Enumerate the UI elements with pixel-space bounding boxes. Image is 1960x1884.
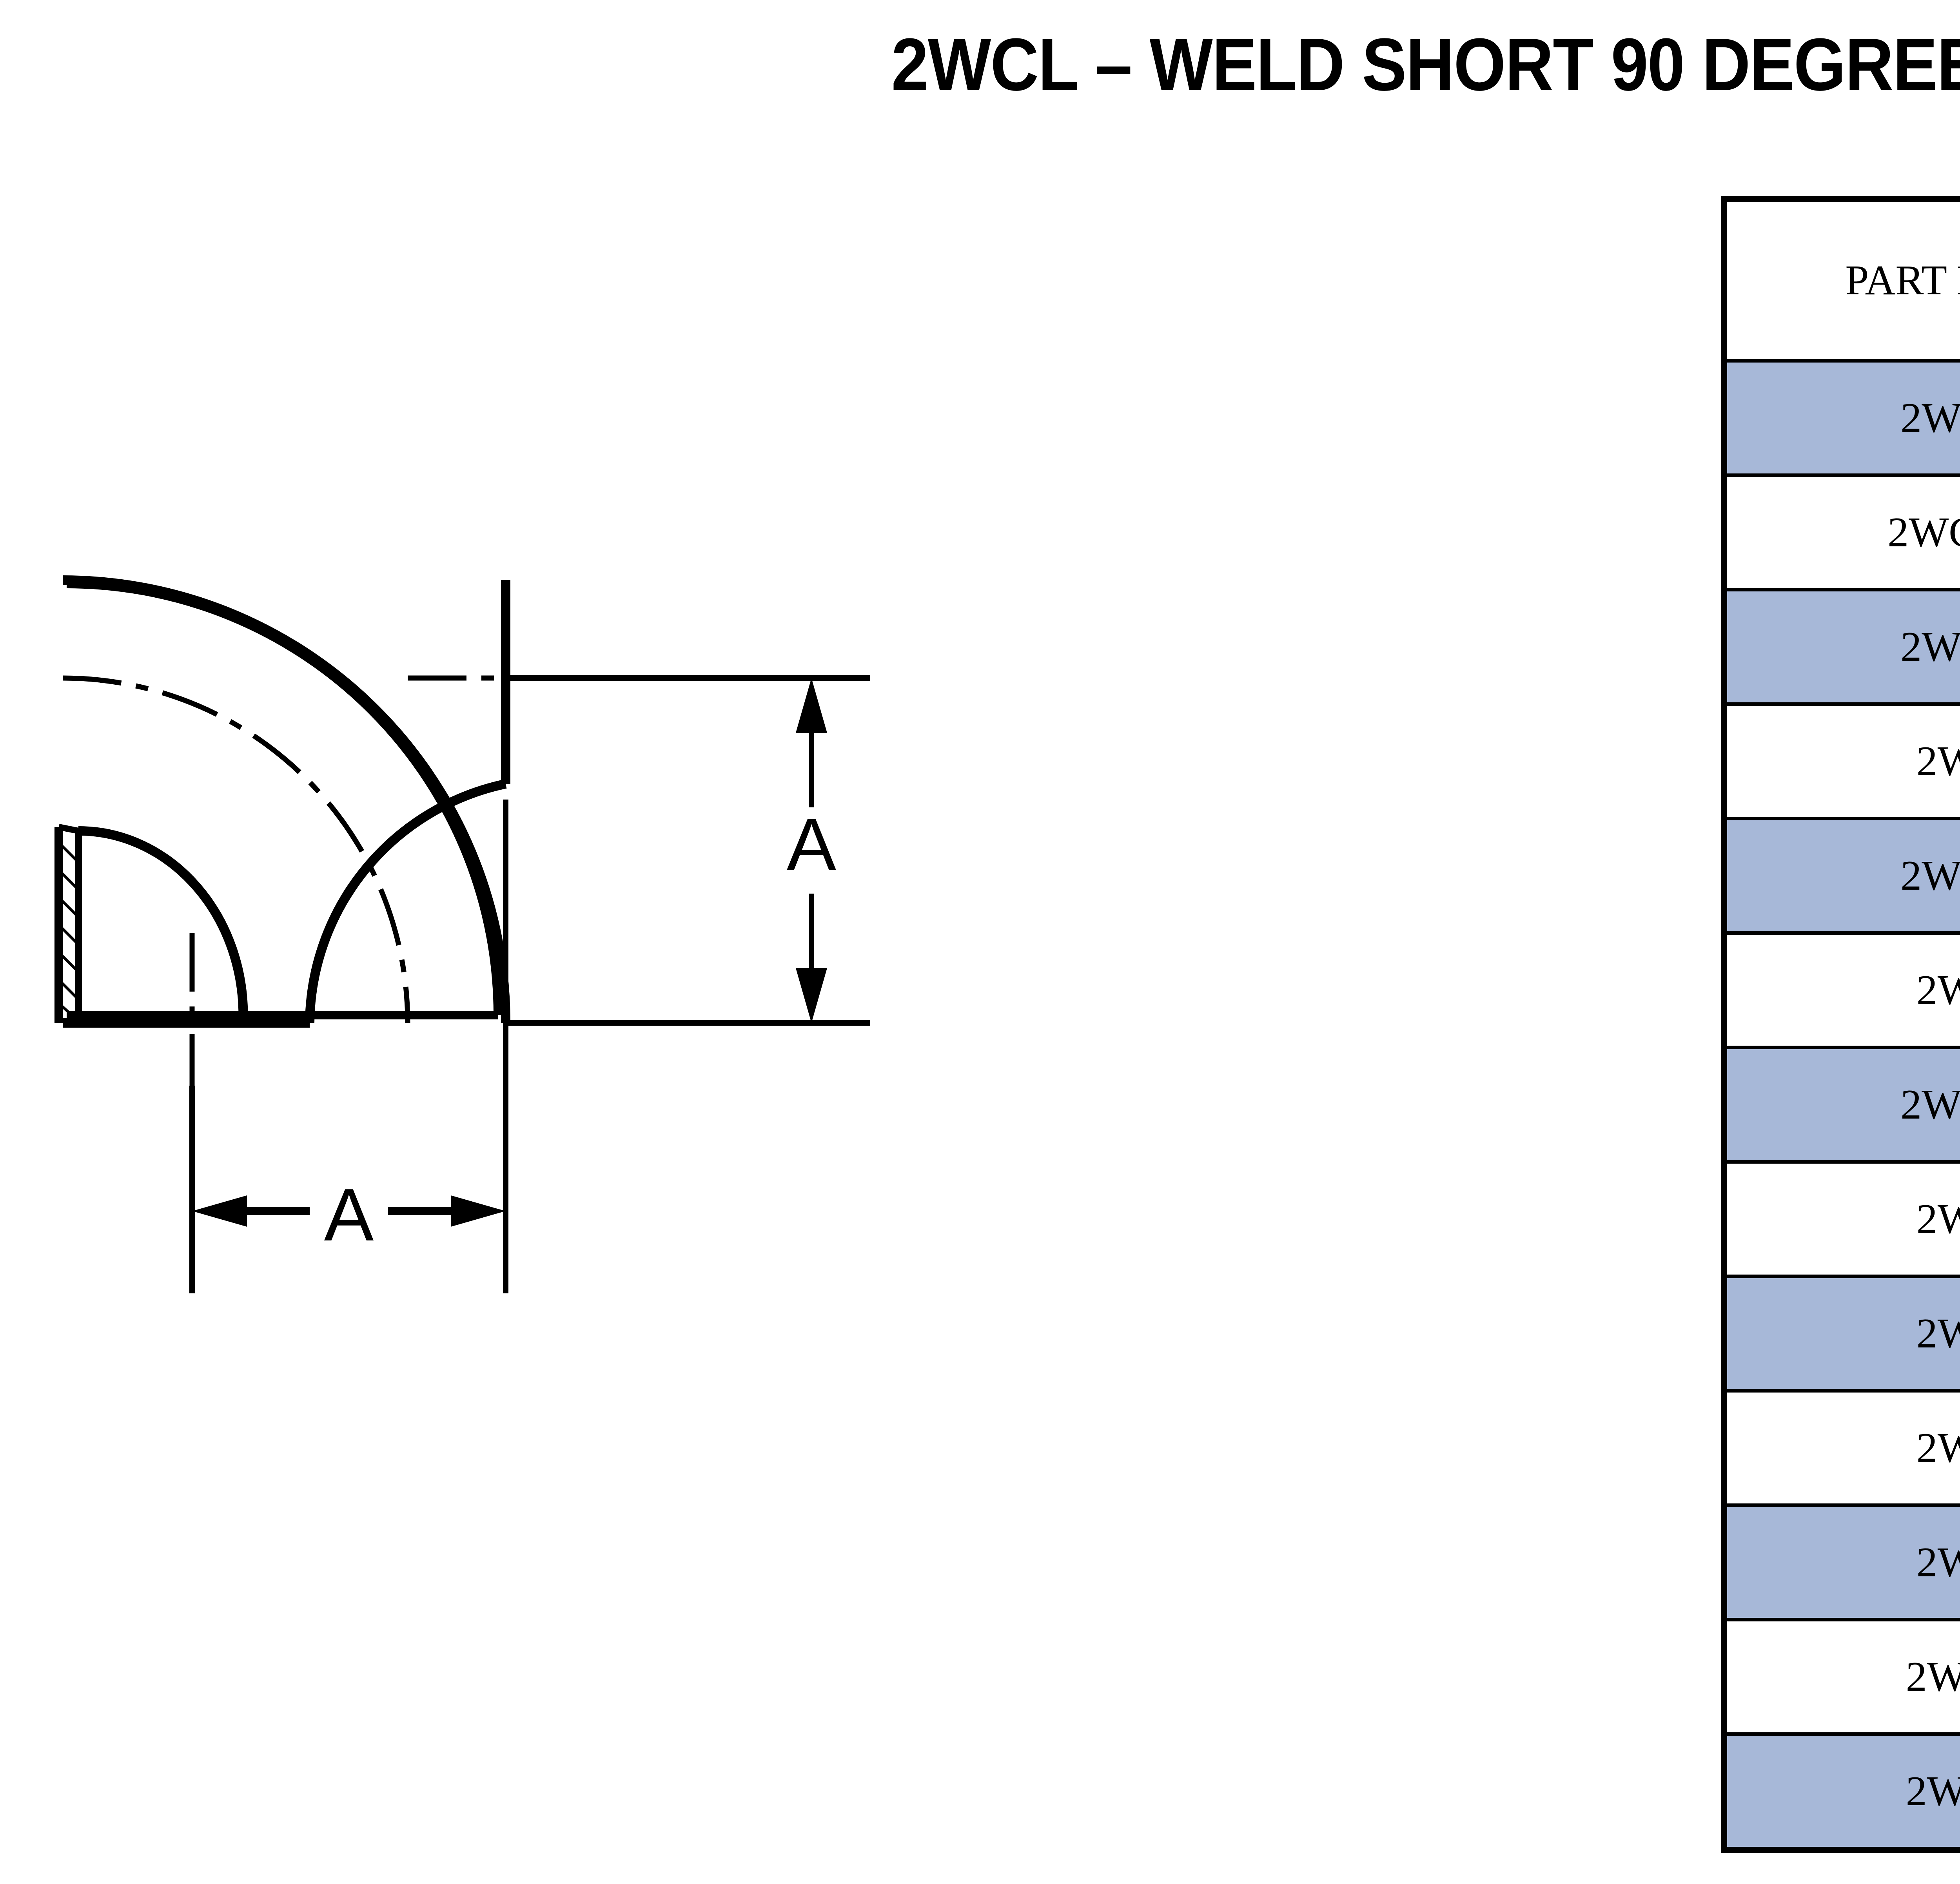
cell-part-number: 2WCL-1	[1722, 702, 1960, 820]
column-header-part-number: PART NUMBER	[1722, 197, 1960, 363]
elbow-inner-contour	[305, 779, 507, 1023]
weld-prep-hatching	[58, 841, 80, 1022]
elbow-centerline-arc	[62, 675, 410, 1023]
table-row: 2WCL-446.000	[1722, 1275, 1960, 1393]
dim-vert-label: A	[787, 803, 837, 886]
elbow-technical-drawing: A A	[0, 243, 1294, 1576]
table-row: 2WCL-.501/2.750	[1722, 359, 1960, 477]
dim-horz-arrow-left	[192, 1195, 247, 1227]
cell-part-number: 2WCL-12	[1722, 1732, 1960, 1852]
part-spec-table: PART NUMBER SIZE (inches) A (inches) 2WC…	[1721, 196, 1960, 1853]
dim-horz-label: A	[324, 1173, 374, 1257]
table-row: 2WCL-669.000	[1722, 1389, 1960, 1507]
cell-part-number: 2WCL-8	[1722, 1503, 1960, 1621]
table-row: 2WCL-2.52-1/23.750	[1722, 1046, 1960, 1164]
table-row: 2WCL-223.000	[1722, 931, 1960, 1049]
table-row: 2WCL-8812.000	[1722, 1503, 1960, 1621]
table-row: 2WCL-334.500	[1722, 1160, 1960, 1278]
spec-table-container: PART NUMBER SIZE (inches) A (inches) 2WC…	[1721, 196, 1960, 1853]
dim-vert-arrow-down	[796, 968, 827, 1023]
cell-part-number: 2WCL-.75	[1722, 588, 1960, 706]
cell-part-number: 2WCL-10	[1722, 1618, 1960, 1736]
cell-part-number: 2WCL-1.5	[1722, 817, 1960, 935]
cell-part-number: 2WCL-2	[1722, 931, 1960, 1049]
table-row: 2WCL-121218.000	[1722, 1732, 1960, 1852]
dim-vert-arrow-up	[796, 678, 827, 733]
column-header-part-number-label: PART NUMBER	[1845, 257, 1960, 304]
cell-part-number: 2WCL-3	[1722, 1160, 1960, 1278]
table-header: PART NUMBER SIZE (inches) A (inches)	[1722, 197, 1960, 363]
cell-part-number: 2WCL-.50L	[1722, 473, 1960, 591]
elbow-outer-arc	[66, 580, 502, 1015]
table-row: 2WCL-111.500	[1722, 702, 1960, 820]
cell-part-number: 2WCL-6	[1722, 1389, 1960, 1507]
page-title: 2WCL – WELD SHORT 90 DEGREE ELBOW	[891, 23, 1960, 106]
cell-part-number: 2WCL-4	[1722, 1275, 1960, 1393]
table-row: 2WCL-1.51-1/22.250	[1722, 817, 1960, 935]
elbow-drawing-svg: A A	[54, 575, 870, 1293]
table-row: 2WCL-.753/41.125	[1722, 588, 1960, 706]
dim-horz-arrow-right	[451, 1195, 506, 1227]
table-body: 2WCL-.501/2.7502WCL-.50L1/21.1252WCL-.75…	[1722, 359, 1960, 1852]
table-row: 2WCL-.50L1/21.125	[1722, 473, 1960, 591]
elbow-outer-contour	[62, 575, 510, 1023]
elbow-weld-bell-inner	[78, 826, 248, 1023]
table-header-row: PART NUMBER SIZE (inches) A (inches)	[1722, 197, 1960, 363]
cell-part-number: 2WCL-.50	[1722, 359, 1960, 477]
table-row: 2WCL-101015.000	[1722, 1618, 1960, 1736]
cell-part-number: 2WCL-2.5	[1722, 1046, 1960, 1164]
